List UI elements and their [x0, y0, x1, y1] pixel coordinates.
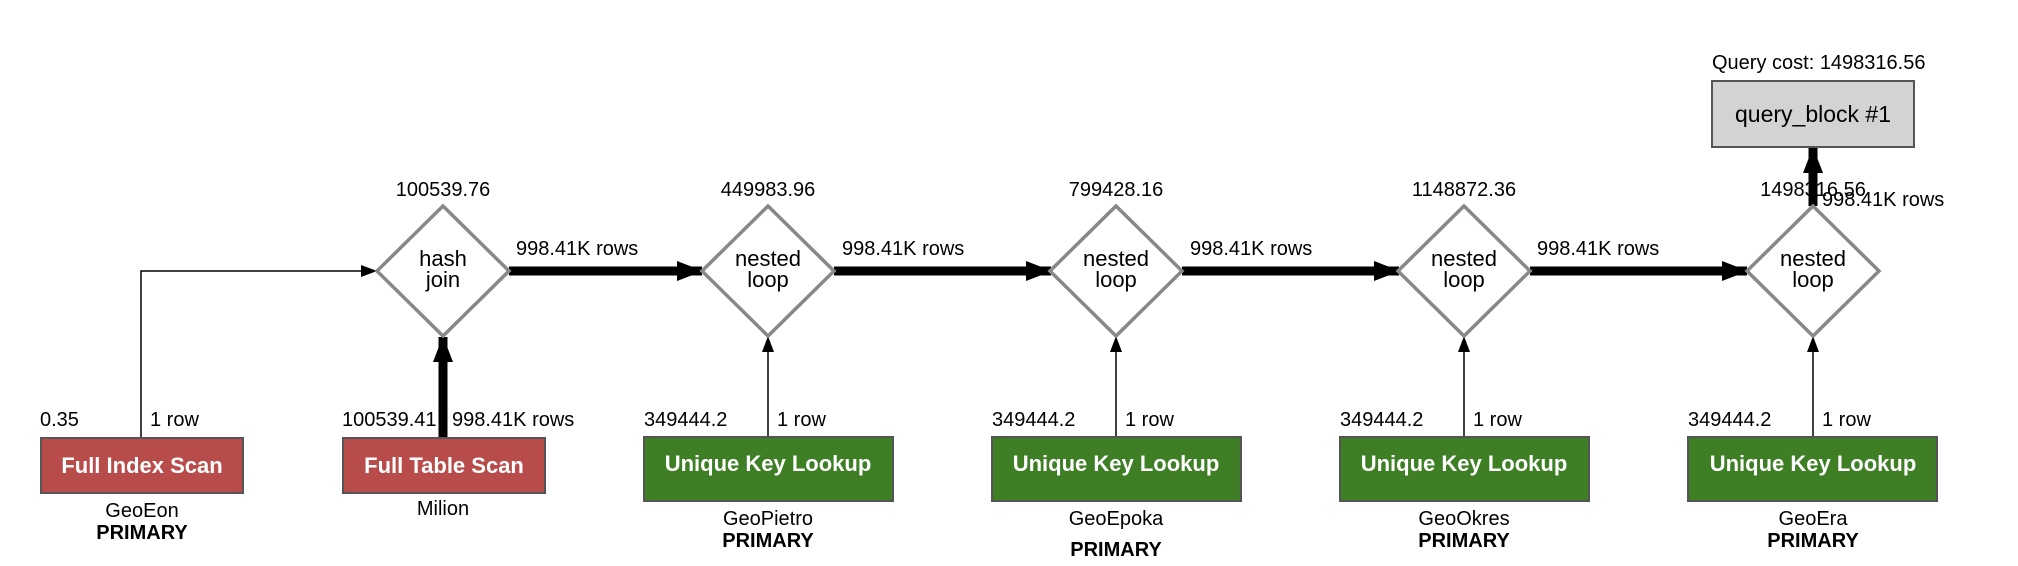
access-table: GeoEpoka	[1069, 508, 1164, 530]
access-label: Unique Key Lookup	[1361, 451, 1568, 476]
access-key: PRIMARY	[1767, 530, 1859, 552]
access-key: PRIMARY	[96, 522, 188, 544]
access-rows: 1 row	[150, 409, 199, 431]
access-node-unique-key-lookup[interactable]: Unique Key Lookup	[1687, 436, 1938, 502]
join-cost: 100539.76	[396, 179, 491, 201]
join-label-line1: nested	[1431, 246, 1497, 271]
join-node-2[interactable]: 449983.96 nested loop	[699, 179, 837, 339]
join-node-4[interactable]: 1148872.36 nested loop	[1395, 179, 1533, 339]
join-node-3[interactable]: 799428.16 nested loop	[1047, 179, 1185, 339]
query-block-label: query_block #1	[1735, 101, 1891, 127]
join-cost: 1148872.36	[1412, 179, 1516, 201]
access-label: Unique Key Lookup	[665, 451, 872, 476]
join-label-line1: nested	[735, 246, 801, 271]
access-label: Unique Key Lookup	[1013, 451, 1220, 476]
query-block-node[interactable]: query_block #1	[1711, 80, 1915, 148]
access-table: GeoEra	[1779, 508, 1849, 530]
access-node-full-table-scan[interactable]: Full Table Scan	[342, 437, 546, 494]
access-label: Full Index Scan	[61, 453, 222, 478]
access-label: Unique Key Lookup	[1710, 451, 1917, 476]
access-cost: 349444.2	[644, 409, 727, 431]
access-rows: 1 row	[1822, 409, 1871, 431]
join-label-line1: hash	[419, 246, 467, 271]
edge-geoeon-hashjoin	[140, 265, 377, 437]
access-node-unique-key-lookup[interactable]: Unique Key Lookup	[643, 436, 894, 502]
access-table: Milion	[417, 498, 469, 520]
join-out-rows: 998.41K rows	[516, 238, 638, 260]
access-key: PRIMARY	[1418, 530, 1510, 552]
access-node-unique-key-lookup[interactable]: Unique Key Lookup	[991, 436, 1242, 502]
join-label-line1: nested	[1780, 246, 1846, 271]
join-out-rows: 998.41K rows	[1537, 238, 1659, 260]
access-cost: 0.35	[40, 409, 79, 431]
join-node-5[interactable]: 1498316.56 nested loop	[1744, 179, 1882, 339]
access-node-full-index-scan[interactable]: Full Index Scan	[40, 437, 244, 494]
access-table: GeoPietro	[723, 508, 813, 530]
join-out-rows: 998.41K rows	[842, 238, 964, 260]
access-cost: 100539.41	[342, 409, 437, 431]
join-cost: 799428.16	[1069, 179, 1164, 201]
join-cost: 449983.96	[721, 179, 816, 201]
access-table: GeoEon	[105, 500, 178, 522]
join-label-line2: loop	[1095, 267, 1137, 292]
access-cost: 349444.2	[992, 409, 1075, 431]
join-label-line2: loop	[747, 267, 789, 292]
join-out-rows: 998.41K rows	[1190, 238, 1312, 260]
access-key: PRIMARY	[722, 530, 814, 552]
join-out-rows: 998.41K rows	[1822, 189, 1944, 211]
access-table: GeoOkres	[1418, 508, 1509, 530]
join-node-1[interactable]: 100539.76 hash join	[374, 179, 512, 339]
join-label-line2: loop	[1443, 267, 1485, 292]
access-label: Full Table Scan	[364, 453, 524, 478]
access-node-unique-key-lookup[interactable]: Unique Key Lookup	[1339, 436, 1590, 502]
query-cost-label: Query cost: 1498316.56	[1712, 52, 1925, 74]
access-rows: 1 row	[1125, 409, 1174, 431]
access-key: PRIMARY	[1070, 539, 1162, 561]
join-label-line1: nested	[1083, 246, 1149, 271]
access-cost: 349444.2	[1688, 409, 1771, 431]
access-cost: 349444.2	[1340, 409, 1423, 431]
join-cost: 1498316.56	[1760, 179, 1866, 201]
access-rows: 1 row	[1473, 409, 1522, 431]
join-label-line2: loop	[1792, 267, 1834, 292]
access-rows: 998.41K rows	[452, 409, 574, 431]
join-label-line2: join	[425, 267, 460, 292]
access-rows: 1 row	[777, 409, 826, 431]
